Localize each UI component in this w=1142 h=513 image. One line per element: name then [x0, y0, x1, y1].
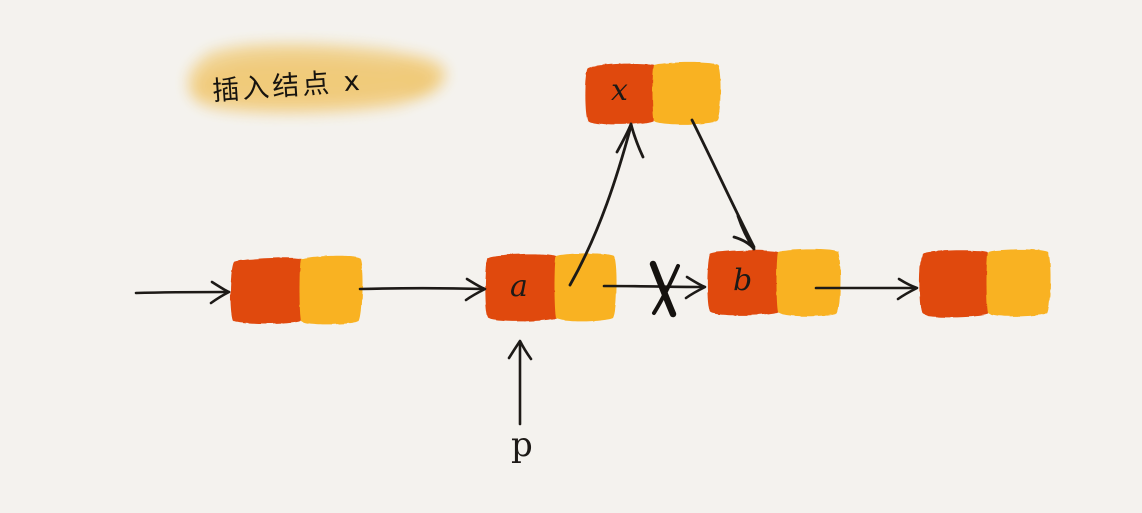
- arrow-head-to-a: [358, 277, 487, 302]
- arrow-b-to-tail: [814, 277, 919, 301]
- node-x: [585, 62, 721, 125]
- arrow-into-head: [134, 280, 231, 305]
- cross-out-a-b-link: [649, 260, 680, 318]
- node-tail: [919, 249, 1051, 318]
- node-b: [707, 249, 841, 317]
- node-a: [485, 253, 617, 322]
- arrow-a-to-x: [568, 122, 645, 287]
- arrow-p-to-a: [507, 339, 533, 426]
- pointer-label-p: p: [511, 425, 533, 465]
- arrow-x-to-b: [690, 118, 756, 251]
- node-head: [230, 255, 363, 325]
- arrow-a-to-b: [602, 275, 707, 300]
